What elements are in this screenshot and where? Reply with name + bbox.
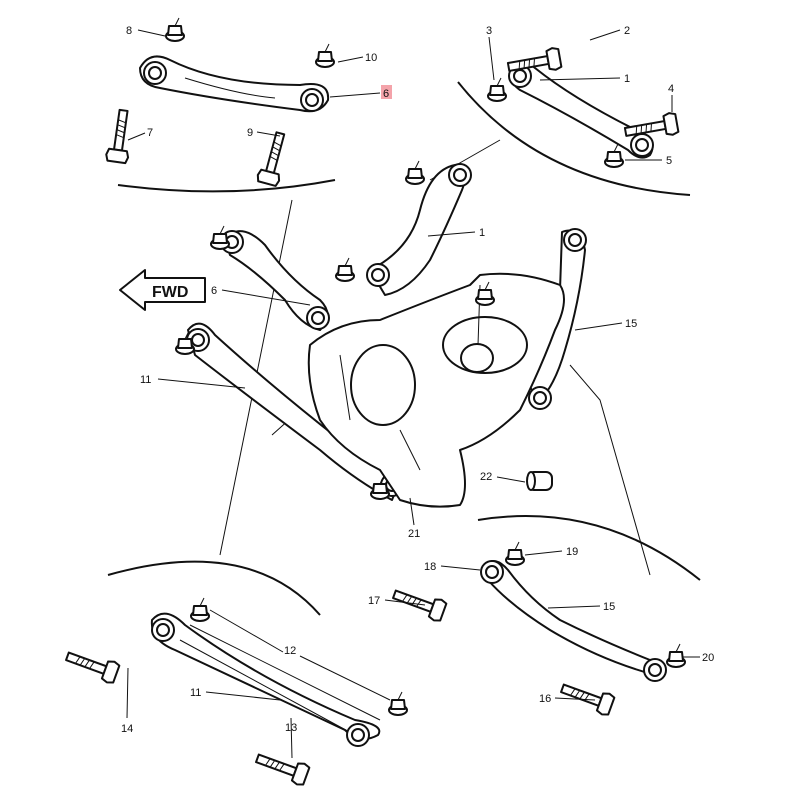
callout-19[interactable]: 19 (566, 546, 578, 558)
callout-highlight (381, 85, 392, 99)
callout-15-mid[interactable]: 15 (625, 318, 637, 330)
knuckle-assembly (175, 160, 587, 508)
detail-arc-bottom-left (107, 560, 321, 616)
callout-2[interactable]: 2 (624, 25, 630, 37)
callout-3[interactable]: 3 (486, 25, 492, 37)
callout-10[interactable]: 10 (365, 52, 377, 64)
callout-leaders (126, 29, 700, 759)
callout-13[interactable]: 13 (285, 722, 297, 734)
lower-arm-11-detail (62, 597, 408, 788)
callout-4[interactable]: 4 (668, 83, 674, 95)
upper-arm-1-detail (487, 46, 680, 168)
callout-8[interactable]: 8 (126, 25, 132, 37)
callout-7[interactable]: 7 (147, 127, 153, 139)
bushing-22 (526, 471, 553, 491)
fwd-label: FWD (152, 284, 188, 301)
upper-arm-6-detail (104, 17, 335, 188)
callout-11-mid[interactable]: 11 (140, 374, 151, 386)
callout-20[interactable]: 20 (702, 652, 714, 664)
forward-direction-arrow: FWD (119, 269, 206, 311)
callout-11-low[interactable]: 11 (190, 687, 201, 699)
detail-arc-top-right (457, 81, 691, 196)
callout-6-highlighted[interactable]: 6 (383, 88, 389, 100)
callout-17[interactable]: 17 (368, 595, 380, 607)
detail-arc-top-left (117, 179, 336, 193)
callout-18[interactable]: 18 (424, 561, 436, 573)
callout-1-mid[interactable]: 1 (479, 227, 485, 239)
detail-arc-bottom-right (477, 515, 701, 581)
callout-15-low[interactable]: 15 (603, 601, 615, 613)
callout-1-top[interactable]: 1 (624, 73, 630, 85)
callout-5[interactable]: 5 (666, 155, 672, 167)
callout-21[interactable]: 21 (408, 528, 420, 540)
arm-15-detail (389, 541, 686, 718)
callout-16[interactable]: 16 (539, 693, 551, 705)
callout-labels: 8 10 6 7 9 3 2 1 4 5 1 6 15 11 22 21 18 … (121, 25, 714, 735)
callout-6-mid[interactable]: 6 (211, 285, 217, 297)
callout-12[interactable]: 12 (284, 645, 296, 657)
callout-14[interactable]: 14 (121, 723, 133, 735)
callout-22[interactable]: 22 (480, 471, 492, 483)
callout-9[interactable]: 9 (247, 127, 253, 139)
